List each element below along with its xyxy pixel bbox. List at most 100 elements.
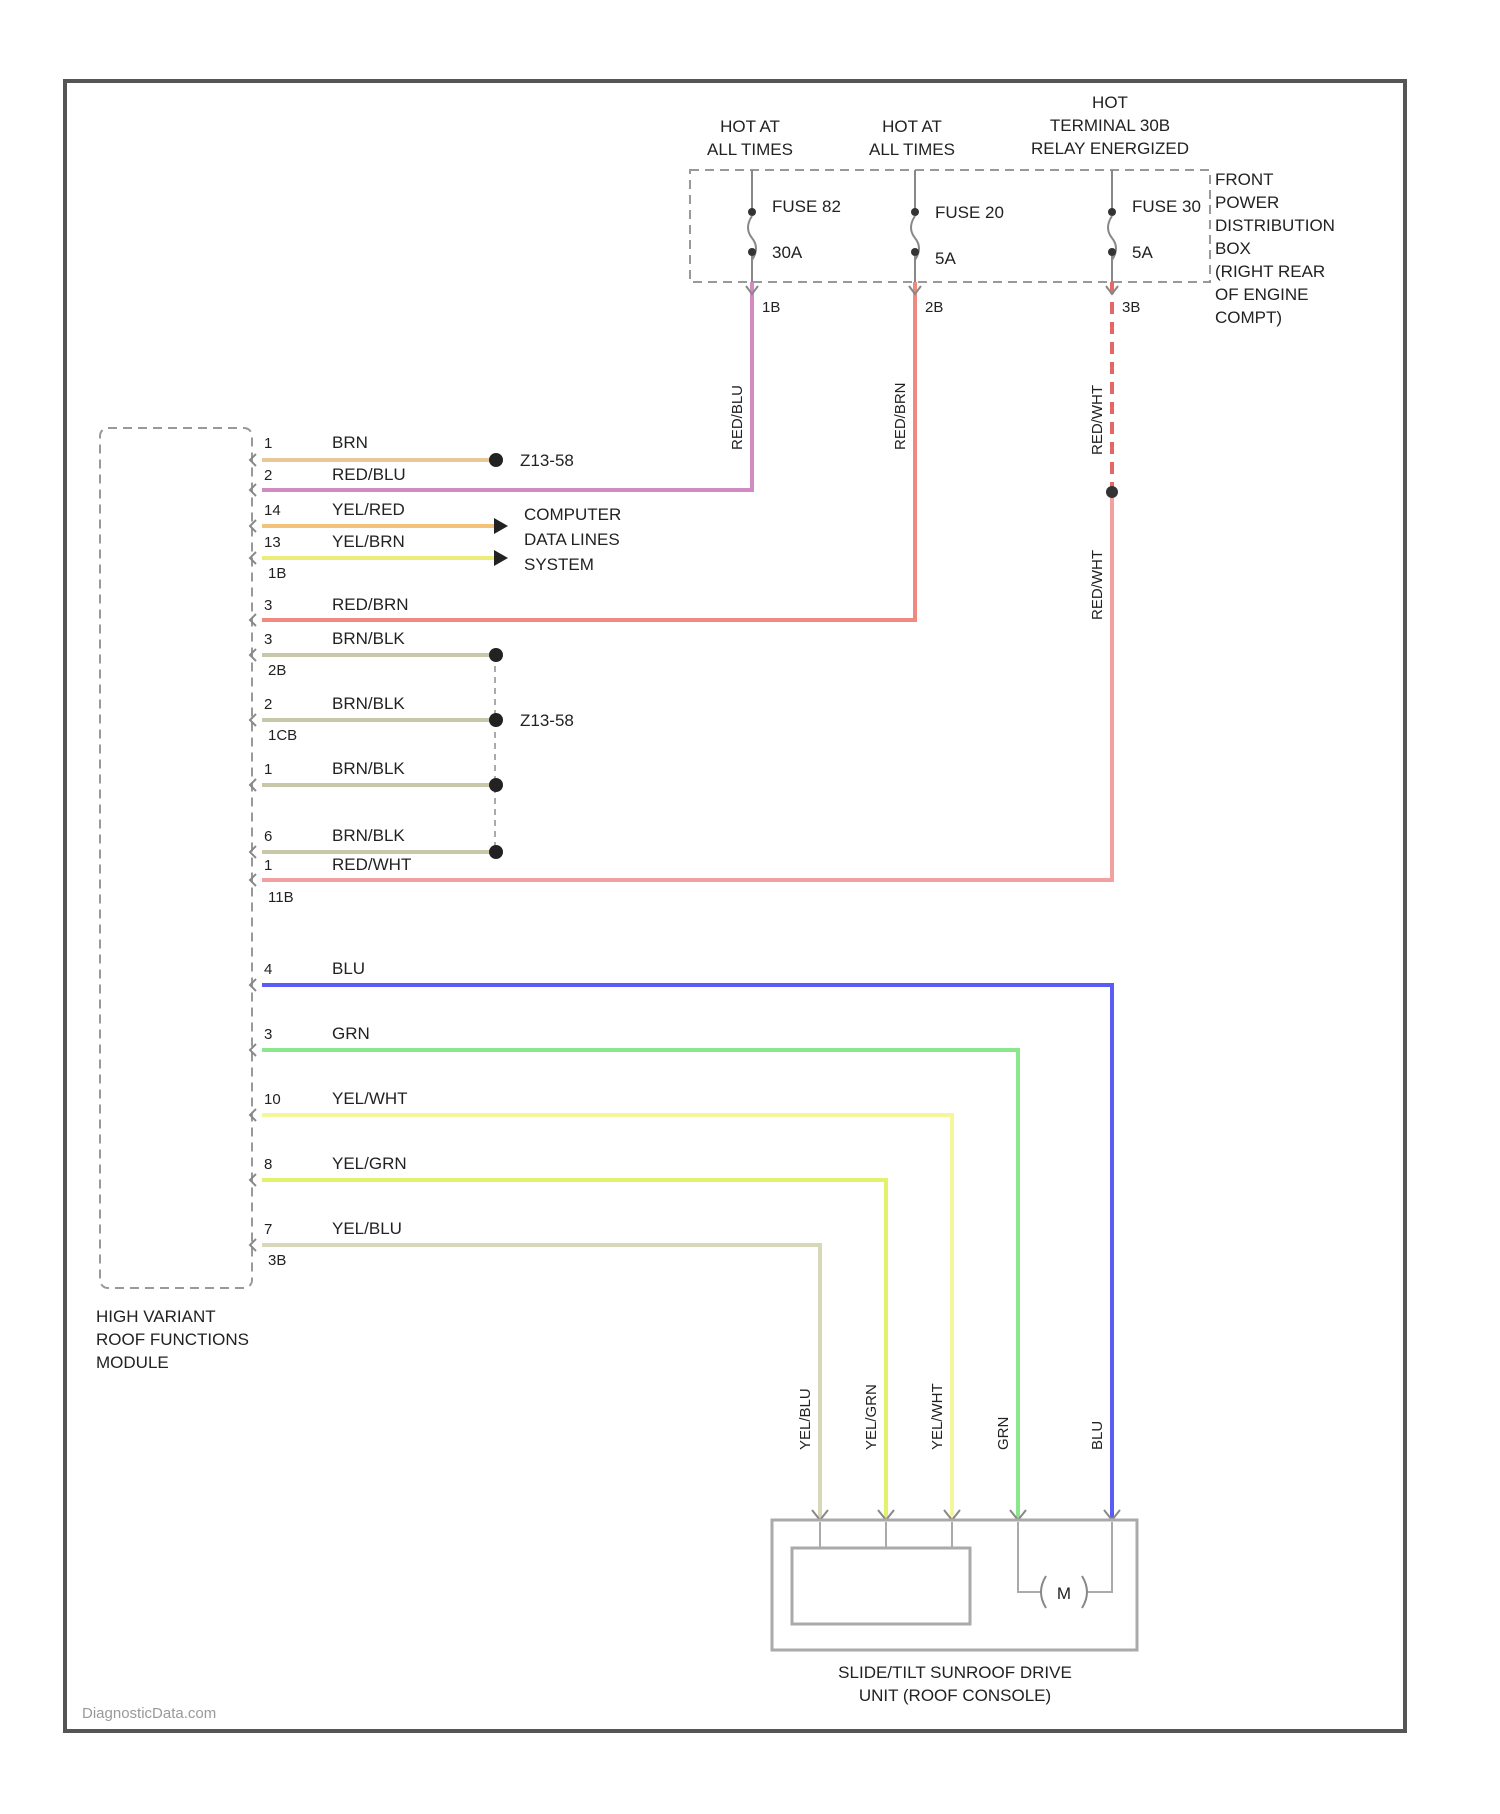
power-source-2: HOT AT ALL TIMES (869, 117, 955, 159)
svg-text:POWER: POWER (1215, 193, 1279, 212)
svg-text:YEL/BLU: YEL/BLU (332, 1219, 402, 1238)
svg-text:HOT AT: HOT AT (720, 117, 780, 136)
svg-text:RELAY ENERGIZED: RELAY ENERGIZED (1031, 139, 1189, 158)
motor-label: M (1057, 1584, 1071, 1603)
svg-text:(RIGHT REAR: (RIGHT REAR (1215, 262, 1325, 281)
ground-ref-1: Z13-58 (520, 451, 574, 470)
ground-ref-2: Z13-58 (520, 711, 574, 730)
fuse-2: FUSE 20 5A (911, 170, 1004, 282)
riser-label-red-wht-1: RED/WHT (1089, 385, 1106, 455)
svg-text:SYSTEM: SYSTEM (524, 555, 594, 574)
sunroof-label-grn: GRN (995, 1417, 1012, 1450)
svg-text:BRN: BRN (332, 433, 368, 452)
svg-text:7: 7 (264, 1221, 272, 1238)
splice-red-wht (1106, 486, 1118, 498)
fuse-3-name: FUSE 30 (1132, 197, 1201, 216)
svg-text:HIGH VARIANT: HIGH VARIANT (96, 1307, 216, 1326)
fuse-3-rating: 5A (1132, 243, 1153, 262)
svg-text:TERMINAL 30B: TERMINAL 30B (1050, 116, 1170, 135)
wire-grn (262, 1050, 1018, 1518)
svg-text:ALL TIMES: ALL TIMES (869, 140, 955, 159)
svg-text:3: 3 (264, 597, 272, 614)
svg-text:4: 4 (264, 961, 272, 978)
svg-text:2B: 2B (925, 299, 943, 316)
motor-symbol: M (1041, 1576, 1087, 1608)
power-source-1: HOT AT ALL TIMES (707, 117, 793, 159)
fuse-1-name: FUSE 82 (772, 197, 841, 216)
svg-text:BRN/BLK: BRN/BLK (332, 629, 405, 648)
svg-text:14: 14 (264, 502, 281, 519)
sunroof-label-yel-blu: YEL/BLU (797, 1388, 814, 1450)
svg-text:ROOF FUNCTIONS: ROOF FUNCTIONS (96, 1330, 249, 1349)
wire-red-wht (262, 498, 1112, 880)
svg-text:RED/BRN: RED/BRN (332, 595, 409, 614)
sunroof-label-yel-grn: YEL/GRN (863, 1384, 880, 1450)
sunroof-internal-leads (820, 1522, 1112, 1592)
svg-text:1B: 1B (762, 299, 780, 316)
svg-text:RED/WHT: RED/WHT (332, 855, 411, 874)
svg-text:DATA LINES: DATA LINES (524, 530, 620, 549)
svg-text:1: 1 (264, 761, 272, 778)
svg-text:BRN/BLK: BRN/BLK (332, 694, 405, 713)
fuse-connectors (746, 286, 1118, 294)
svg-text:2B: 2B (268, 662, 286, 679)
splice-brn (489, 453, 503, 467)
riser-label-red-wht-2: RED/WHT (1089, 550, 1106, 620)
svg-text:6: 6 (264, 828, 272, 845)
svg-text:GRN: GRN (332, 1024, 370, 1043)
wire-yel-blu (262, 1245, 820, 1518)
svg-text:BRN/BLK: BRN/BLK (332, 826, 405, 845)
svg-text:BLU: BLU (332, 959, 365, 978)
svg-text:HOT AT: HOT AT (882, 117, 942, 136)
roof-functions-module (100, 428, 252, 1288)
svg-text:1B: 1B (268, 565, 286, 582)
fuse-1-rating: 30A (772, 243, 803, 262)
svg-text:11B: 11B (268, 889, 294, 906)
svg-text:BOX: BOX (1215, 239, 1251, 258)
splice-brn-blk-4 (489, 845, 503, 859)
svg-text:10: 10 (264, 1091, 281, 1108)
svg-text:HOT: HOT (1092, 93, 1128, 112)
svg-text:3: 3 (264, 631, 272, 648)
svg-text:3: 3 (264, 1026, 272, 1043)
svg-text:2: 2 (264, 696, 272, 713)
riser-label-red-blu: RED/BLU (729, 385, 746, 450)
sunroof-drive-unit (772, 1520, 1137, 1650)
svg-text:1: 1 (264, 857, 272, 874)
svg-text:DISTRIBUTION: DISTRIBUTION (1215, 216, 1335, 235)
fuse-box-label: FRONT POWER DISTRIBUTION BOX (RIGHT REAR… (1215, 170, 1335, 327)
sunroof-label-blu: BLU (1089, 1421, 1106, 1450)
svg-text:COMPUTER: COMPUTER (524, 505, 621, 524)
svg-text:UNIT (ROOF CONSOLE): UNIT (ROOF CONSOLE) (859, 1686, 1051, 1705)
fuse-1: FUSE 82 30A (748, 170, 841, 282)
splice-brn-blk-1 (489, 648, 503, 662)
module-label: HIGH VARIANT ROOF FUNCTIONS MODULE (96, 1307, 249, 1372)
power-source-3: HOT TERMINAL 30B RELAY ENERGIZED (1031, 93, 1189, 158)
svg-text:OF ENGINE: OF ENGINE (1215, 285, 1309, 304)
svg-text:SLIDE/TILT SUNROOF DRIVE: SLIDE/TILT SUNROOF DRIVE (838, 1663, 1072, 1682)
sunroof-label: SLIDE/TILT SUNROOF DRIVE UNIT (ROOF CONS… (838, 1663, 1072, 1705)
fuse-2-name: FUSE 20 (935, 203, 1004, 222)
wire-blu (262, 985, 1112, 1518)
svg-text:RED/BLU: RED/BLU (332, 465, 406, 484)
svg-text:ALL TIMES: ALL TIMES (707, 140, 793, 159)
splice-brn-blk-2 (489, 713, 503, 727)
fuse-2-rating: 5A (935, 249, 956, 268)
splice-brn-blk-3 (489, 778, 503, 792)
arrow-yel-brn (494, 550, 508, 566)
svg-text:BRN/BLK: BRN/BLK (332, 759, 405, 778)
svg-text:13: 13 (264, 534, 281, 551)
svg-text:FRONT: FRONT (1215, 170, 1274, 189)
svg-text:YEL/GRN: YEL/GRN (332, 1154, 407, 1173)
riser-label-red-brn: RED/BRN (892, 382, 909, 450)
svg-text:YEL/RED: YEL/RED (332, 500, 405, 519)
arrow-yel-red (494, 518, 508, 534)
diagram-frame (65, 81, 1405, 1731)
fuse-3: FUSE 30 5A (1108, 170, 1201, 282)
watermark: DiagnosticData.com (82, 1705, 216, 1722)
svg-text:1CB: 1CB (268, 727, 297, 744)
svg-text:3B: 3B (268, 1252, 286, 1269)
fuse-connector-ids: 1B 2B 3B (762, 299, 1140, 316)
sunroof-control-block (792, 1548, 970, 1624)
